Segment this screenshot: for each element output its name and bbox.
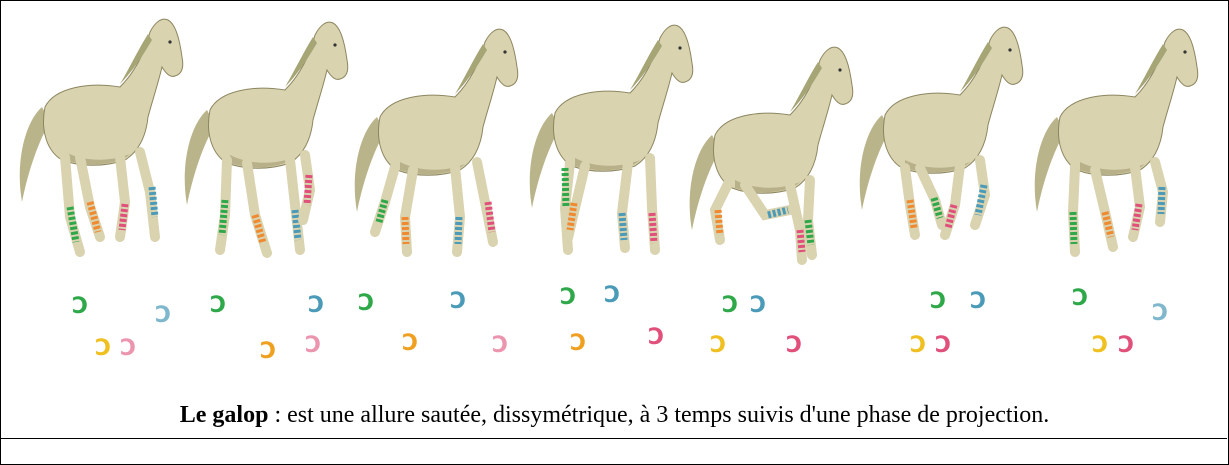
hoofprints-frame-1: Ↄ Ↄ Ↄ Ↄ xyxy=(72,294,171,361)
hoofprints-frame-2: Ↄ Ↄ Ↄ Ↄ xyxy=(210,293,324,364)
svg-text:Ↄ: Ↄ xyxy=(648,325,664,350)
svg-text:Ↄ: Ↄ xyxy=(210,293,226,318)
svg-text:Ↄ: Ↄ xyxy=(402,331,418,356)
horse-frame-1 xyxy=(20,19,183,252)
svg-text:Ↄ: Ↄ xyxy=(710,333,726,358)
svg-text:Ↄ: Ↄ xyxy=(308,293,324,318)
horse-frame-4 xyxy=(530,25,693,250)
caption: Le galop : est une allure sautée, dissym… xyxy=(0,402,1229,429)
svg-text:Ↄ: Ↄ xyxy=(492,333,508,358)
caption-definition: : est une allure sautée, dissymétrique, … xyxy=(268,402,1049,428)
svg-text:Ↄ: Ↄ xyxy=(1118,333,1134,358)
svg-text:Ↄ: Ↄ xyxy=(970,289,986,314)
svg-text:Ↄ: Ↄ xyxy=(604,283,620,308)
gallop-sequence-figure: Ↄ Ↄ Ↄ Ↄ Ↄ Ↄ Ↄ Ↄ Ↄ Ↄ Ↄ Ↄ Ↄ Ↄ Ↄ Ↄ Ↄ Ↄ Ↄ Ↄ xyxy=(0,0,1229,395)
leg-orange xyxy=(80,157,100,237)
horse-frames xyxy=(20,19,1198,260)
hoofprints-frame-3: Ↄ Ↄ Ↄ Ↄ xyxy=(358,289,508,358)
svg-text:Ↄ: Ↄ xyxy=(120,336,136,361)
svg-text:Ↄ: Ↄ xyxy=(1072,286,1088,311)
hoofprints-frame-5: Ↄ Ↄ Ↄ Ↄ xyxy=(710,293,802,358)
svg-text:Ↄ: Ↄ xyxy=(935,333,951,358)
svg-text:Ↄ: Ↄ xyxy=(570,331,586,356)
svg-text:Ↄ: Ↄ xyxy=(786,333,802,358)
svg-text:Ↄ: Ↄ xyxy=(1152,301,1168,326)
horse-frame-2 xyxy=(185,22,348,253)
svg-text:Ↄ: Ↄ xyxy=(560,285,576,310)
table-divider xyxy=(0,438,1227,439)
caption-term: Le galop xyxy=(180,402,269,428)
hoofprints-frame-6: Ↄ Ↄ Ↄ Ↄ xyxy=(910,289,986,358)
svg-text:Ↄ: Ↄ xyxy=(260,339,276,364)
svg-text:Ↄ: Ↄ xyxy=(930,289,946,314)
hoofprints: Ↄ Ↄ Ↄ Ↄ Ↄ Ↄ Ↄ Ↄ Ↄ Ↄ Ↄ Ↄ Ↄ Ↄ Ↄ Ↄ Ↄ Ↄ Ↄ Ↄ xyxy=(72,283,1168,364)
hoofprints-frame-7: Ↄ Ↄ Ↄ Ↄ xyxy=(1072,286,1168,358)
svg-text:Ↄ: Ↄ xyxy=(750,293,766,318)
horse-frame-7 xyxy=(1035,29,1198,252)
horse-frame-3 xyxy=(355,29,518,252)
svg-text:Ↄ: Ↄ xyxy=(72,294,88,319)
svg-text:Ↄ: Ↄ xyxy=(155,303,171,328)
svg-text:Ↄ: Ↄ xyxy=(722,293,738,318)
svg-text:Ↄ: Ↄ xyxy=(450,289,466,314)
svg-text:Ↄ: Ↄ xyxy=(95,336,111,361)
horse-frame-5 xyxy=(690,47,853,260)
svg-text:Ↄ: Ↄ xyxy=(910,333,926,358)
svg-text:Ↄ: Ↄ xyxy=(1092,333,1108,358)
hoofprints-frame-4: Ↄ Ↄ Ↄ Ↄ xyxy=(560,283,664,356)
svg-text:Ↄ: Ↄ xyxy=(358,291,374,316)
svg-text:Ↄ: Ↄ xyxy=(305,333,321,358)
horse-frame-6 xyxy=(860,27,1023,235)
